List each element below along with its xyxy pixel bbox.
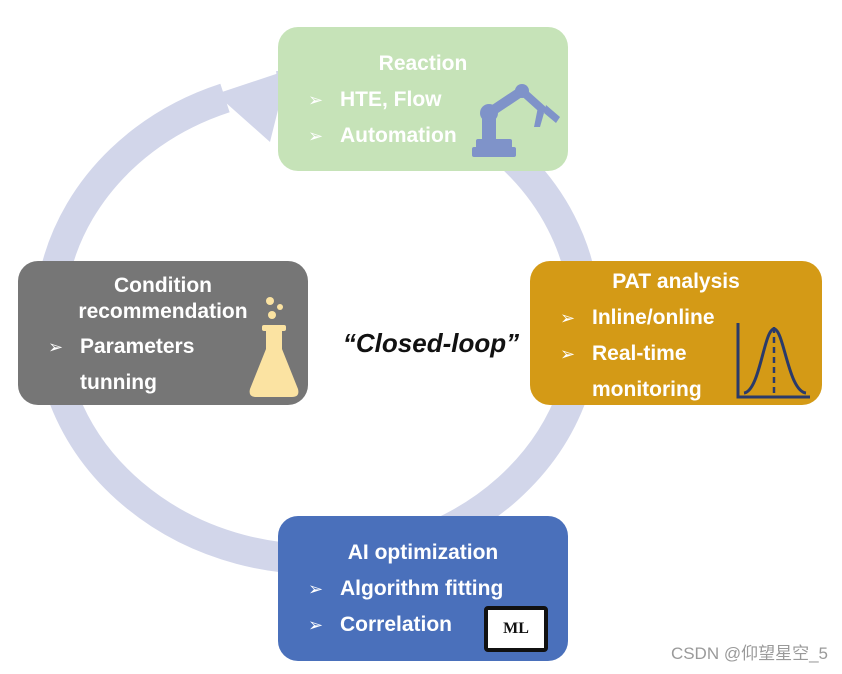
flask-icon <box>249 297 299 397</box>
condition-title-line2: recommendation <box>78 300 248 323</box>
reaction-box: Reaction ➢HTE, Flow ➢Automation <box>278 27 568 171</box>
csdn-watermark: CSDN @仰望星空_5 <box>670 644 828 663</box>
ml-monitor-icon: ML <box>484 606 548 652</box>
condition-bullet: ➢Parameters <box>48 335 195 358</box>
reaction-title: Reaction <box>378 52 468 75</box>
ml-monitor-label: ML <box>503 620 529 637</box>
ai-optimization-box: AI optimization ➢Algorithm fitting ➢Corr… <box>278 516 568 661</box>
loop-ring-arrowhead <box>216 70 288 142</box>
closed-loop-label: “Closed-loop” <box>342 328 520 358</box>
ai-title: AI optimization <box>347 541 499 564</box>
pat-bullet: ➢Real-time <box>560 342 687 365</box>
condition-title-line1: Condition <box>114 274 212 297</box>
peak-chart-icon <box>736 323 810 399</box>
pat-bullet: ➢Inline/online <box>560 306 715 329</box>
pat-title: PAT analysis <box>612 270 740 293</box>
ai-bullet: ➢Correlation <box>308 613 453 636</box>
reaction-bullet: ➢Automation <box>308 124 457 147</box>
robot-arm-icon <box>472 84 560 157</box>
pat-bullet-continuation: monitoring <box>592 378 702 401</box>
pat-analysis-box: PAT analysis ➢Inline/online ➢Real-time m… <box>530 261 822 405</box>
condition-bullet-continuation: tunning <box>80 371 157 394</box>
condition-recommendation-box: Condition recommendation ➢Parameters tun… <box>18 261 308 405</box>
ai-bullet: ➢Algorithm fitting <box>308 577 504 600</box>
reaction-bullet: ➢HTE, Flow <box>308 88 442 111</box>
